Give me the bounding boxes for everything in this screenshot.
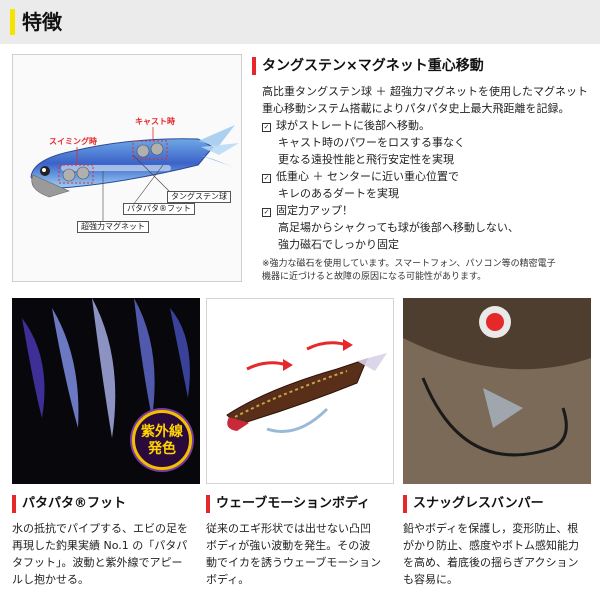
page-title: 特徴 (22, 10, 62, 34)
subfeature-accent-bar (403, 495, 407, 513)
subfeature-heading: スナッグレスバンパー (403, 494, 591, 514)
feature-point: ✓ 球がストレートに後部へ移動。 (262, 118, 592, 135)
subfeature-line: タフット」。波動と紫外線でアピー (12, 556, 183, 569)
point-line: 更なる遠投性能と飛行安定性を実現 (278, 153, 454, 166)
subfeature-text: 水の抵抗でパイプする、エビの足を 再現した釣果実績 No.1 の「パタパ タフッ… (12, 520, 200, 588)
tungsten-label: タングステン球 (167, 191, 231, 203)
magnet-label: 超強力マグネット (77, 221, 149, 233)
uv-badge-line: 紫外線 (141, 424, 183, 440)
snagless-bumper-image (403, 298, 591, 484)
checkbox-icon: ✓ (262, 174, 271, 183)
wave-body-photo (206, 298, 394, 484)
subfeature-accent-bar (206, 495, 210, 513)
note-line: 機器に近づけると故障の原因になる可能性があります。 (262, 272, 487, 282)
note-line: ※強力な磁石を使用しています。スマートフォン、パソコン等の精密電子 (262, 259, 556, 269)
subfeature-line: 水の抵抗でパイプする、エビの足を (12, 522, 188, 535)
header-bar: 特徴 (0, 0, 600, 44)
subfeature-line: ボディが強い波動を発生。その波 (206, 539, 371, 552)
foot-label: パタパタ®フット (123, 203, 195, 215)
point-line: キャスト時のパワーをロスする事なく (278, 136, 465, 149)
cast-label: キャスト時 (135, 117, 175, 126)
warning-note: ※強力な磁石を使用しています。スマートフォン、パソコン等の精密電子 機器に近づけ… (262, 258, 592, 284)
subfeature-text: 鉛やボディを保護し，変形防止、根 がかり防止、感度やボトム感知能力 を高め、着底… (403, 520, 591, 588)
swim-label: スイミング時 (49, 137, 97, 146)
subfeature-heading: パタパタ®フット (12, 494, 200, 514)
foot-photo: 紫外線 発色 (12, 298, 200, 484)
main-product-figure: キャスト時 スイミング時 タングステン球 パタパタ®フット 超強力マグネット (12, 54, 242, 282)
uv-feet-image (22, 298, 190, 438)
feature-point: ✓ 固定力アップ！ (262, 203, 592, 220)
point-title: 固定力アップ！ (276, 204, 353, 217)
header-accent-bar (10, 9, 15, 35)
feature-point: ✓ 低重心 ＋ センターに近い重心位置で (262, 169, 592, 186)
subfeature-title: パタパタ®フット (22, 496, 127, 511)
subfeature-line: がかり防止、感度やボトム感知能力 (403, 539, 579, 552)
point-title: 球がストレートに後部へ移動。 (276, 119, 430, 132)
checkbox-icon: ✓ (262, 208, 271, 217)
intro-line: 重心移動システム搭載によりパタパタ史上最大飛距離を記録。 (262, 102, 570, 115)
subfeature-line: を高め、着底後の揺らぎアクション (403, 556, 579, 569)
feature-description: 高比重タングステン球 ＋ 超強力マグネットを使用したマグネット 重心移動システム… (262, 84, 592, 254)
point-line: 強力磁石でしっかり固定 (278, 238, 399, 251)
feature-title: タングステン×マグネット重心移動 (262, 58, 484, 74)
point-line: 高足場からシャクっても球が後部へ移動しない、 (278, 221, 519, 234)
feature-accent-bar (252, 57, 256, 75)
subfeature-line: 従来のエギ形状では出せない凸凹 (206, 522, 371, 535)
subfeature-heading: ウェーブモーションボディ (206, 494, 396, 514)
subfeature-text: 従来のエギ形状では出せない凸凹 ボディが強い波動を発生。その波 動でイカを誘うウ… (206, 520, 394, 588)
point-title: 低重心 ＋ センターに近い重心位置で (276, 170, 459, 183)
uv-color-badge: 紫外線 発色 (132, 410, 192, 470)
uv-badge-line: 発色 (148, 441, 176, 457)
subfeature-line: も容易に。 (403, 573, 458, 586)
subfeature-line: ボディ。 (206, 573, 250, 586)
subfeature-title: スナッグレスバンパー (413, 496, 544, 511)
wave-body-image (226, 339, 387, 433)
subfeature-line: 再現した釣果実績 No.1 の「パタパ (12, 539, 188, 552)
intro-line: 高比重タングステン球 ＋ 超強力マグネットを使用したマグネット (262, 85, 588, 98)
checkbox-icon: ✓ (262, 123, 271, 132)
point-line: キレのあるダートを実現 (278, 187, 399, 200)
subfeature-line: 鉛やボディを保護し，変形防止、根 (403, 522, 579, 535)
subfeature-title: ウェーブモーションボディ (216, 496, 371, 511)
snagless-bumper-photo (403, 298, 591, 484)
subfeature-accent-bar (12, 495, 16, 513)
subfeature-line: 動でイカを誘うウェーブモーション (206, 556, 382, 569)
squid-jig-illustration (30, 125, 239, 223)
feature-heading: タングステン×マグネット重心移動 (252, 56, 592, 76)
subfeature-line: ルし抱かせる。 (12, 573, 89, 586)
